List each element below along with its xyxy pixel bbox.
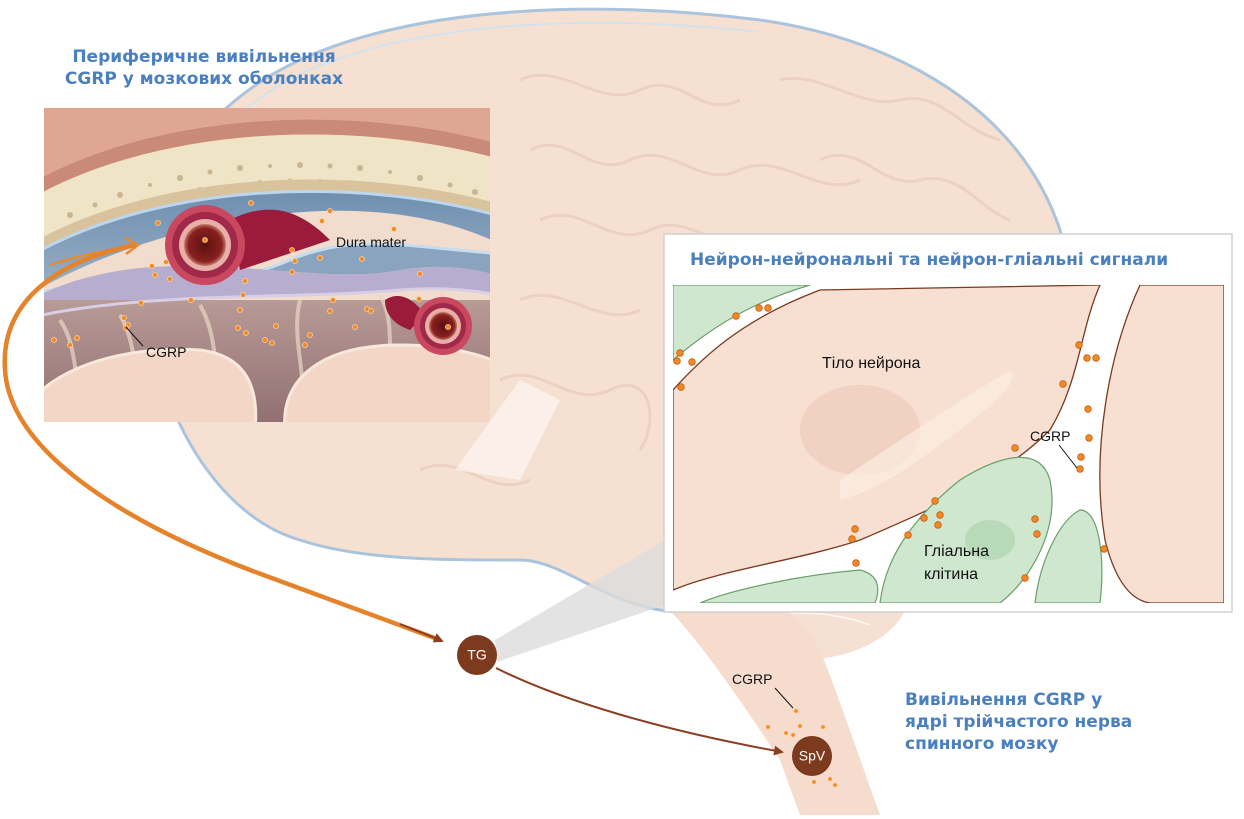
tg-label: TG <box>467 647 486 663</box>
spv-node: SpV <box>792 736 832 776</box>
neuron-body-label: Тіло нейрона <box>822 355 920 372</box>
cgrp-particles-meninges <box>51 200 451 348</box>
cgrp-particles-neuronal <box>673 304 1108 582</box>
blood-vessel-small <box>385 295 472 355</box>
spv-label: SpV <box>799 748 826 764</box>
spinal-release-title: Вивільнення CGRP у ядрі трійчастого нерв… <box>905 689 1132 755</box>
dura-mater-label: Dura mater <box>336 234 406 250</box>
projection-wedge <box>495 540 665 662</box>
glial-cell-label-line1: Гліальна <box>924 543 989 560</box>
brain-gyri <box>419 73 1011 487</box>
trigeminal-nerve-fiber <box>2 242 441 643</box>
tg-to-spv-fiber <box>495 667 784 756</box>
cgrp-particles-spinal <box>765 708 838 788</box>
tg-node: TG <box>457 635 497 675</box>
cgrp-label-spinal: CGRP <box>732 671 772 687</box>
cgrp-label-neuronal: CGRP <box>1030 428 1070 444</box>
neuronal-signaling-title: Нейрон-нейрональні та нейрон-гліальні си… <box>690 250 1169 270</box>
peripheral-title-line2: CGRP у мозкових оболонках <box>64 69 344 89</box>
cgrp-label-meninges: CGRP <box>146 344 186 360</box>
spinal-title-line1: Вивільнення CGRP у <box>905 690 1103 710</box>
skull-bone <box>44 134 490 237</box>
glial-cell-label-line2: клітина <box>924 566 978 583</box>
meninges-panel: CGRP Dura mater <box>44 108 490 422</box>
spinal-title-line2: ядрі трійчастого нерва <box>905 712 1133 732</box>
spinal-title-line3: спинного мозку <box>905 734 1059 754</box>
glial-cell <box>879 456 1053 603</box>
peripheral-title-line1: Периферичне вивільнення <box>72 47 336 67</box>
peripheral-release-title: Периферичне вивільнення CGRP у мозкових … <box>44 46 364 90</box>
blood-vessel-large <box>165 205 330 285</box>
neuron-panel: CGRP Тіло нейрона Гліальна клітина <box>673 285 1224 603</box>
dura-mater <box>44 191 490 287</box>
